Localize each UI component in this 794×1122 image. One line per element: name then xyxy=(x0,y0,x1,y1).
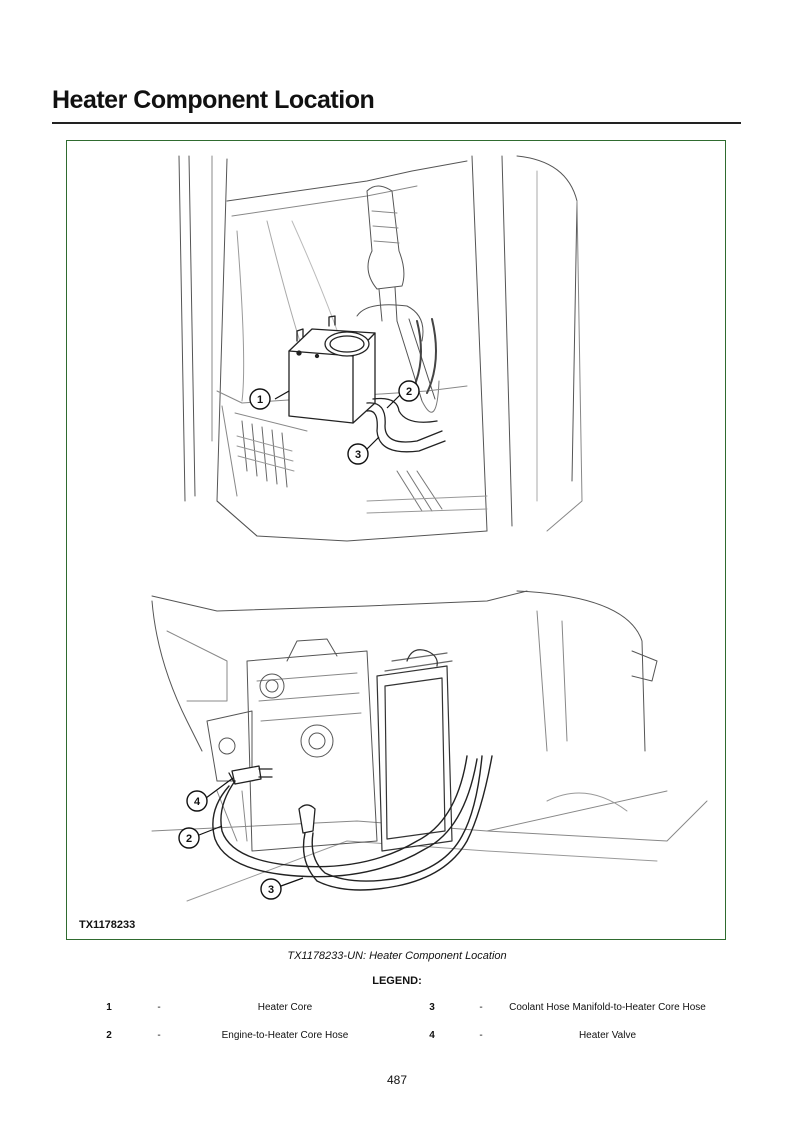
legend-dash: - xyxy=(479,1002,483,1013)
svg-text:2: 2 xyxy=(186,833,192,845)
legend-number: 4 xyxy=(429,1030,435,1041)
legend-dash: - xyxy=(157,1002,161,1013)
callout-1-top: 1 xyxy=(249,388,290,410)
legend-label: Heater Valve xyxy=(578,1030,637,1041)
legend-dash: - xyxy=(157,1030,161,1041)
svg-text:3: 3 xyxy=(268,884,274,896)
callout-2-top: 2 xyxy=(386,380,420,409)
legend-number: 3 xyxy=(429,1002,435,1013)
callout-3-bottom: 3 xyxy=(260,877,304,900)
legend-row: 2 - Engine-to-Heater Core Hose 4 - Heate… xyxy=(0,1030,794,1058)
figure-frame: 1 2 3 4 2 3 TX1178233 xyxy=(66,140,726,940)
title-divider xyxy=(52,122,741,124)
legend-row: 1 - Heater Core 3 - Coolant Hose Manifol… xyxy=(0,1002,794,1030)
legend-title: LEGEND: xyxy=(372,975,422,987)
svg-text:2: 2 xyxy=(406,386,412,398)
figure-id-label: TX1178233 xyxy=(79,919,136,931)
figure-caption: TX1178233-UN: Heater Component Location xyxy=(287,950,507,962)
svg-text:3: 3 xyxy=(355,449,361,461)
legend-number: 1 xyxy=(106,1002,112,1013)
callout-4-bottom: 4 xyxy=(186,777,234,812)
legend-label: Coolant Hose Manifold-to-Heater Core Hos… xyxy=(509,1002,706,1013)
legend-dash: - xyxy=(479,1030,483,1041)
legend-label: Engine-to-Heater Core Hose xyxy=(221,1030,349,1041)
callout-3-top: 3 xyxy=(347,436,380,465)
legend-label: Heater Core xyxy=(257,1002,313,1013)
svg-text:1: 1 xyxy=(257,394,263,406)
svg-text:4: 4 xyxy=(194,796,201,808)
page-title: Heater Component Location xyxy=(52,86,375,114)
legend-number: 2 xyxy=(106,1030,112,1041)
page-number: 487 xyxy=(386,1073,408,1087)
bottom-illustration xyxy=(151,590,708,902)
top-illustration xyxy=(178,155,583,542)
heater-illustration: 1 2 3 4 2 3 xyxy=(151,155,708,902)
callout-2-bottom: 2 xyxy=(178,825,223,849)
